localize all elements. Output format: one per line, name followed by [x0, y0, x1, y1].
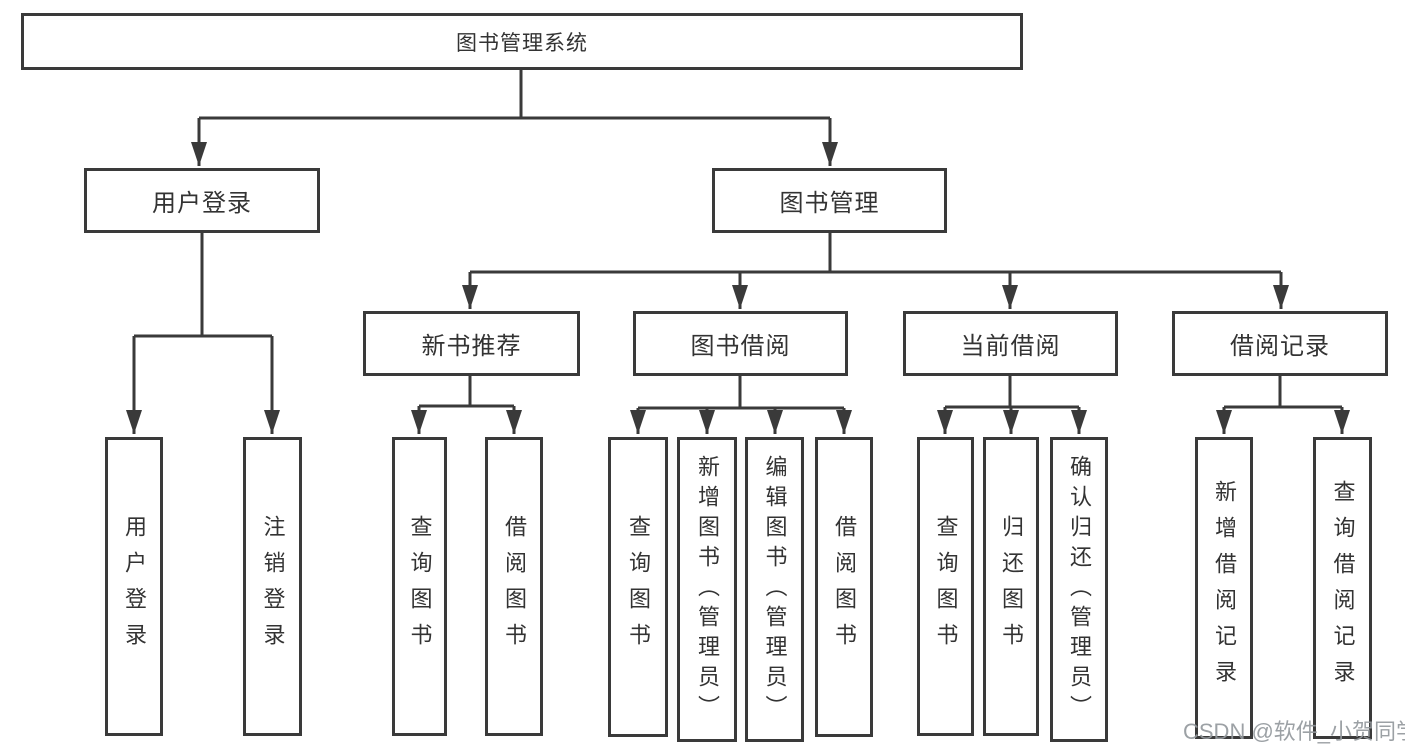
leaf-logout-label: 注销登录 — [260, 514, 286, 659]
leaf-records-query-record: 查询借阅记录 — [1313, 437, 1372, 739]
leaf-current-confirm-return-admin: 确认归还（管理员） — [1050, 437, 1108, 742]
node-book-borrowing-label: 图书借阅 — [690, 333, 791, 360]
node-user-login-label: 用户登录 — [152, 190, 252, 217]
node-root-system: 图书管理系统 — [21, 13, 1023, 70]
leaf-records-add-record-label: 新增借阅记录 — [1212, 480, 1237, 696]
leaf-borrow-query-books-label: 查询图书 — [626, 515, 651, 659]
node-borrowing-records-label: 借阅记录 — [1230, 333, 1330, 360]
leaf-current-query-books-label: 查询图书 — [933, 514, 959, 659]
leaf-borrow-edit-books-admin: 编辑图书（管理员） — [745, 437, 804, 742]
leaf-user-login-label: 用户登录 — [122, 514, 147, 659]
node-book-borrowing: 图书借阅 — [633, 311, 848, 376]
leaf-records-query-record-label: 查询借阅记录 — [1330, 480, 1356, 696]
leaf-current-return-books-label: 归还图书 — [999, 514, 1024, 659]
leaf-recommend-borrow-books: 借阅图书 — [485, 437, 543, 736]
node-new-book-recommend: 新书推荐 — [363, 311, 580, 376]
leaf-records-add-record: 新增借阅记录 — [1195, 437, 1253, 739]
leaf-borrow-borrow-books: 借阅图书 — [815, 437, 873, 737]
leaf-recommend-borrow-books-label: 借阅图书 — [502, 514, 527, 659]
leaf-recommend-query-books-label: 查询图书 — [407, 514, 433, 659]
leaf-recommend-query-books: 查询图书 — [392, 437, 447, 736]
node-user-login: 用户登录 — [84, 168, 320, 233]
node-current-borrowing: 当前借阅 — [903, 311, 1118, 376]
leaf-current-confirm-return-admin-label: 确认归还（管理员） — [1067, 454, 1092, 725]
leaf-borrow-add-books-admin: 新增图书（管理员） — [677, 437, 737, 742]
leaf-borrow-borrow-books-label: 借阅图书 — [832, 515, 857, 659]
leaf-user-login: 用户登录 — [105, 437, 163, 736]
node-new-book-recommend-label: 新书推荐 — [421, 333, 522, 360]
leaf-borrow-query-books: 查询图书 — [608, 437, 668, 737]
leaf-logout: 注销登录 — [243, 437, 302, 736]
csdn-watermark: CSDN @软件_小贺同学 — [1183, 719, 1405, 744]
leaf-current-query-books: 查询图书 — [917, 437, 974, 736]
leaf-current-return-books: 归还图书 — [983, 437, 1039, 736]
leaf-borrow-edit-books-admin-label: 编辑图书（管理员） — [762, 454, 788, 725]
leaf-borrow-add-books-admin-label: 新增图书（管理员） — [695, 454, 720, 725]
node-borrowing-records: 借阅记录 — [1172, 311, 1388, 376]
node-book-management-label: 图书管理 — [779, 190, 880, 217]
node-root-label: 图书管理系统 — [456, 31, 588, 55]
node-current-borrowing-label: 当前借阅 — [960, 333, 1061, 360]
node-book-management: 图书管理 — [712, 168, 947, 233]
